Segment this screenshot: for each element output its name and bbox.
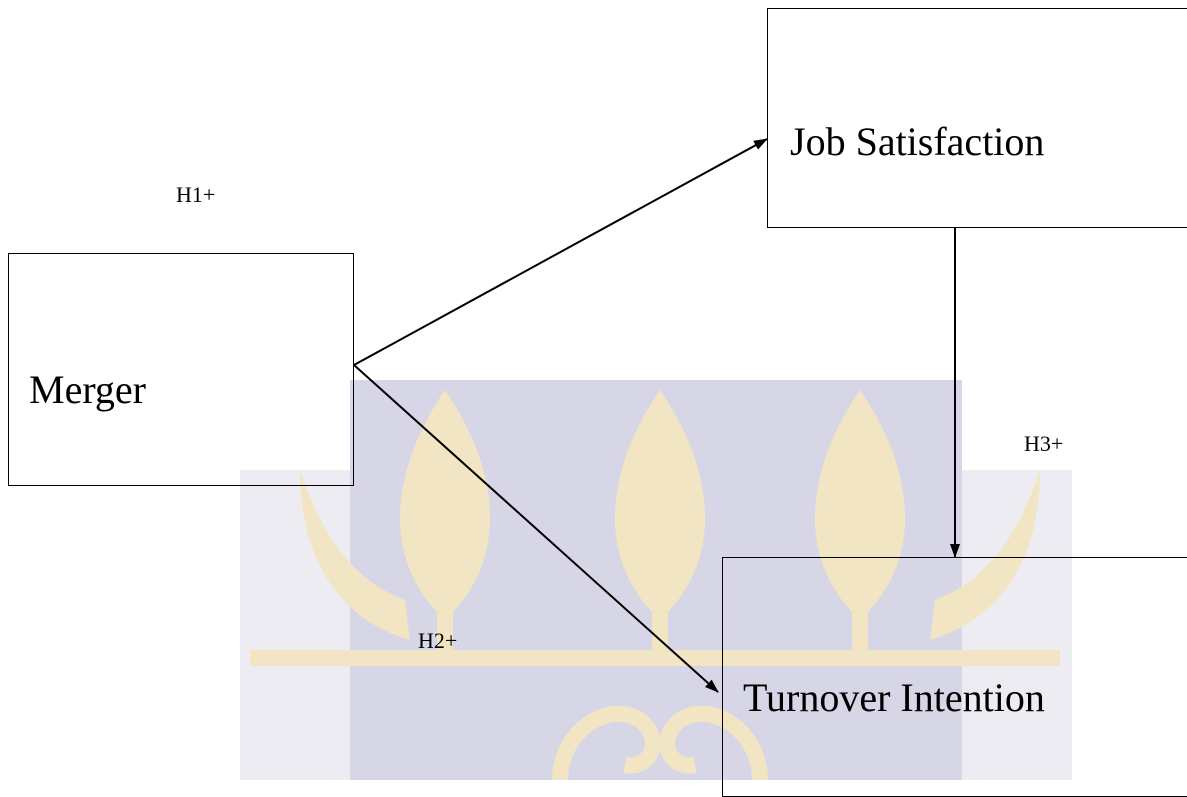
watermark-crest-icon (240, 380, 1072, 780)
merger-label: Merger (29, 367, 146, 412)
hypothesis-h2-label: H2+ (418, 628, 458, 653)
arrow-h1 (353, 138, 768, 366)
turnover-intention-box: Turnover Intention (722, 557, 1187, 797)
turnover-intention-label: Turnover Intention (743, 675, 1045, 720)
arrow-h2 (353, 364, 719, 693)
connector-layer (353, 138, 960, 693)
merger-box: Merger (8, 253, 354, 486)
job-satisfaction-box: Job Satisfaction (767, 8, 1187, 228)
job-satisfaction-label: Job Satisfaction (790, 119, 1045, 164)
hypothesis-h3-label: H3+ (1024, 431, 1064, 456)
hypothesis-h1-label: H1+ (176, 182, 216, 207)
